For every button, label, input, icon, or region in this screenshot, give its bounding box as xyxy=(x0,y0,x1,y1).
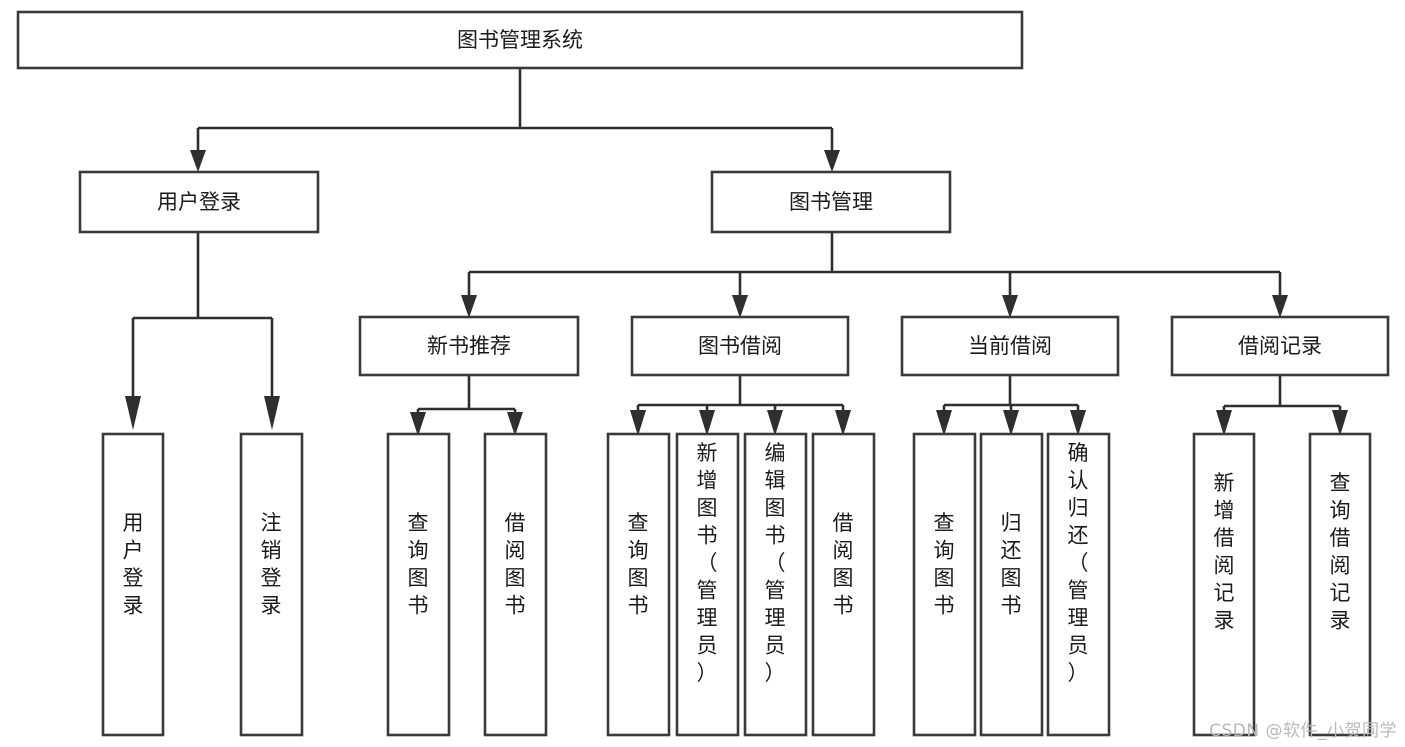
arrow-head-icon xyxy=(1003,410,1019,436)
node-book-management[interactable]: 图书管理 xyxy=(710,170,952,234)
leaf-borrow-book-1[interactable]: 借阅图书 xyxy=(483,432,548,737)
arrow-head-icon xyxy=(1070,410,1086,436)
arrow-head-icon xyxy=(461,295,477,318)
node-book-management-label: 图书管理 xyxy=(789,190,873,214)
arrow-head-icon xyxy=(732,295,748,318)
node-current-borrow-label: 当前借阅 xyxy=(968,334,1052,358)
leaf-logout-label: 注销登录 xyxy=(261,511,282,618)
arrow-head-icon xyxy=(1272,295,1288,318)
node-book-management-box[interactable] xyxy=(710,170,952,234)
leaf-query-book-1[interactable]: 查询图书 xyxy=(386,432,451,737)
arrow-head-icon xyxy=(835,410,851,436)
leaf-user-login-label: 用户登录 xyxy=(123,511,144,618)
arrow-head-icon xyxy=(1002,295,1018,318)
arrow-head-icon xyxy=(699,410,715,436)
leaf-add-book-admin-box[interactable] xyxy=(675,432,740,737)
leaf-add-borrow-record-box[interactable] xyxy=(1192,432,1256,737)
leaf-return-book-label: 归还图书 xyxy=(1001,511,1022,618)
leaf-query-book-2-box[interactable] xyxy=(606,432,671,737)
csdn-watermark: CSDN @软件_小贺同学 xyxy=(1209,721,1397,741)
leaf-query-borrow-record-label: 查询借阅记录 xyxy=(1330,471,1351,633)
leaf-user-login-box[interactable] xyxy=(101,432,165,737)
leaf-edit-book-admin-box[interactable] xyxy=(743,432,808,737)
node-borrow-record-box[interactable] xyxy=(1170,315,1390,377)
arrow-head-icon xyxy=(264,396,280,430)
leaf-query-borrow-record[interactable]: 查询借阅记录 xyxy=(1308,432,1372,737)
node-root-box[interactable] xyxy=(16,10,1024,70)
arrow-head-icon xyxy=(1332,410,1348,436)
node-borrow-record[interactable]: 借阅记录 xyxy=(1170,315,1390,377)
leaf-edit-book-admin-label: 编辑图书（管理员） xyxy=(765,441,786,685)
leaf-add-borrow-record[interactable]: 新增借阅记录 xyxy=(1192,432,1256,737)
leaf-query-borrow-record-box[interactable] xyxy=(1308,432,1372,737)
leaf-borrow-book-2[interactable]: 借阅图书 xyxy=(811,432,876,737)
leaf-borrow-book-1-label: 借阅图书 xyxy=(505,511,526,618)
node-user-login[interactable]: 用户登录 xyxy=(78,170,320,234)
leaf-logout-box[interactable] xyxy=(239,432,304,737)
leaf-borrow-book-2-label: 借阅图书 xyxy=(833,511,854,618)
node-borrow-record-label: 借阅记录 xyxy=(1238,334,1322,358)
leaf-borrow-book-1-box[interactable] xyxy=(483,432,548,737)
leaf-query-book-3-box[interactable] xyxy=(912,432,977,737)
arrow-head-icon xyxy=(936,410,952,436)
node-new-book-recommend[interactable]: 新书推荐 xyxy=(358,315,580,377)
leaf-query-book-3[interactable]: 查询图书 xyxy=(912,432,977,737)
node-current-borrow[interactable]: 当前借阅 xyxy=(900,315,1120,377)
leaf-confirm-return-admin-box[interactable] xyxy=(1046,432,1111,737)
leaf-edit-book-admin[interactable]: 编辑图书（管理员） xyxy=(743,432,808,737)
node-new-book-recommend-box[interactable] xyxy=(358,315,580,377)
arrow-head-icon xyxy=(410,412,426,436)
arrow-head-icon xyxy=(507,412,523,436)
arrow-head-icon xyxy=(767,410,783,436)
leaf-confirm-return-admin-label: 确认归还（管理员） xyxy=(1068,441,1089,685)
leaf-logout[interactable]: 注销登录 xyxy=(239,432,304,737)
arrow-head-icon xyxy=(630,410,646,436)
node-root-label: 图书管理系统 xyxy=(457,28,583,52)
leaf-add-book-admin-label: 新增图书（管理员） xyxy=(697,441,718,685)
leaf-query-book-2-label: 查询图书 xyxy=(628,511,649,618)
node-book-borrow[interactable]: 图书借阅 xyxy=(630,315,850,377)
leaf-confirm-return-admin[interactable]: 确认归还（管理员） xyxy=(1046,432,1111,737)
leaf-query-book-2[interactable]: 查询图书 xyxy=(606,432,671,737)
leaf-add-book-admin[interactable]: 新增图书（管理员） xyxy=(675,432,740,737)
leaf-query-book-3-label: 查询图书 xyxy=(934,511,955,618)
arrow-head-icon xyxy=(190,150,206,172)
leaf-borrow-book-2-box[interactable] xyxy=(811,432,876,737)
leaf-return-book[interactable]: 归还图书 xyxy=(979,432,1044,737)
leaf-add-borrow-record-label: 新增借阅记录 xyxy=(1214,471,1235,633)
leaf-query-book-1-label: 查询图书 xyxy=(408,511,429,618)
leaf-query-book-1-box[interactable] xyxy=(386,432,451,737)
leaf-user-login[interactable]: 用户登录 xyxy=(101,432,165,737)
arrow-head-icon xyxy=(1216,410,1232,436)
node-root[interactable]: 图书管理系统 xyxy=(16,10,1024,70)
node-user-login-box[interactable] xyxy=(78,170,320,234)
arrow-head-icon xyxy=(125,396,141,430)
edge-layer xyxy=(125,68,1348,436)
arrow-head-icon xyxy=(824,150,840,172)
node-user-login-label: 用户登录 xyxy=(157,190,241,214)
node-new-book-recommend-label: 新书推荐 xyxy=(427,334,511,358)
node-book-borrow-box[interactable] xyxy=(630,315,850,377)
node-current-borrow-box[interactable] xyxy=(900,315,1120,377)
leaf-return-book-box[interactable] xyxy=(979,432,1044,737)
node-book-borrow-label: 图书借阅 xyxy=(698,334,782,358)
